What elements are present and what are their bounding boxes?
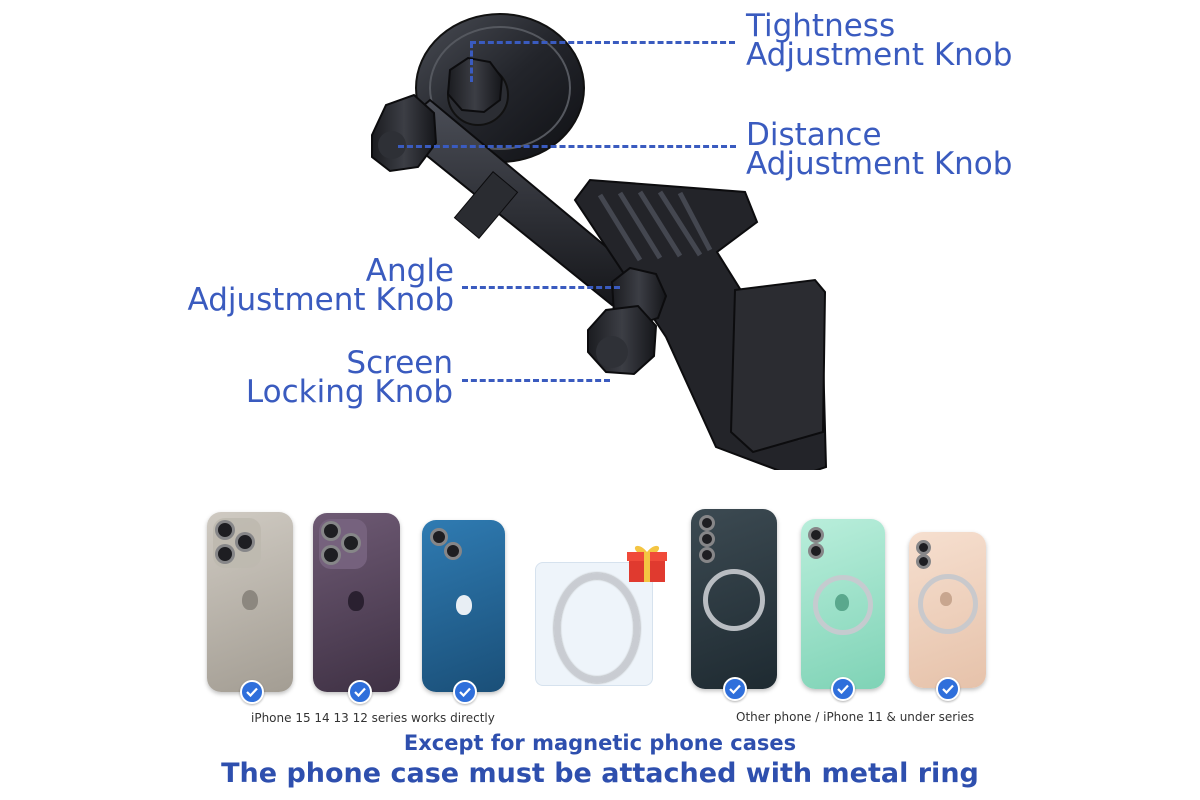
camera-lens	[699, 515, 715, 531]
banner-line-1: Except for magnetic phone cases	[403, 731, 797, 755]
check-icon	[348, 680, 372, 704]
metal-ring	[813, 575, 873, 635]
metal-ring	[554, 573, 640, 683]
camera-lens	[699, 531, 715, 547]
gift-icon	[627, 545, 667, 582]
tightness-callout: Tightness Adjustment Knob	[746, 8, 1013, 73]
camera-lens	[235, 532, 255, 552]
angle-callout-line1: Angle	[365, 253, 454, 289]
tightness-callout-line2: Adjustment Knob	[746, 37, 1013, 73]
check-icon	[831, 677, 855, 701]
titanium-iphone	[207, 512, 293, 692]
angle-leader	[462, 286, 620, 289]
camera-lens	[916, 554, 931, 569]
metal-ring-gift	[535, 562, 653, 686]
gold-iphone	[909, 532, 986, 688]
apple-logo-icon	[940, 592, 952, 606]
distance-callout-line2: Adjustment Knob	[746, 146, 1013, 182]
camera-lens	[444, 542, 462, 560]
camera-lens	[215, 544, 235, 564]
distance-leader	[398, 145, 736, 148]
purple-iphone	[313, 513, 400, 692]
green-iphone	[801, 519, 885, 689]
needs-ring-caption: Other phone / iPhone 11 & under series	[736, 710, 975, 724]
check-icon	[240, 680, 264, 704]
screen-callout: Screen Locking Knob	[245, 345, 453, 410]
blue-iphone	[422, 520, 505, 692]
dark-android-phone	[691, 509, 777, 689]
tightness-leader-vertical	[470, 42, 473, 82]
camera-lens	[321, 521, 341, 541]
top-knob	[446, 56, 504, 114]
screen-callout-line1: Screen	[346, 345, 453, 381]
check-icon	[936, 677, 960, 701]
camera-lens	[321, 545, 341, 565]
camera-lens	[341, 533, 361, 553]
distance-callout: Distance Adjustment Knob	[746, 117, 1013, 182]
tightness-callout-line1: Tightness	[746, 8, 896, 44]
distance-callout-line1: Distance	[746, 117, 882, 153]
phone-mount-illustration	[371, 13, 828, 470]
apple-logo-icon	[348, 591, 364, 611]
apple-logo-icon	[835, 594, 849, 611]
camera-lens	[916, 540, 931, 555]
screen-leader	[462, 379, 610, 382]
camera-lens	[215, 520, 235, 540]
camera-lens	[808, 527, 824, 543]
apple-logo-icon	[242, 590, 258, 610]
camera-lens	[430, 528, 448, 546]
angle-callout: Angle Adjustment Knob	[187, 253, 454, 318]
apple-logo-icon	[456, 595, 472, 615]
camera-lens	[808, 543, 824, 559]
check-icon	[453, 680, 477, 704]
screen-callout-line2: Locking Knob	[245, 374, 453, 410]
compatible-directly-caption: iPhone 15 14 13 12 series works directly	[251, 711, 495, 725]
angle-callout-line2: Adjustment Knob	[187, 282, 454, 318]
metal-ring	[703, 569, 765, 631]
check-icon	[723, 677, 747, 701]
banner-line-2: The phone case must be attached with met…	[221, 758, 979, 789]
left-knob	[371, 93, 438, 173]
tightness-leader	[470, 41, 735, 44]
metal-ring	[918, 574, 978, 634]
camera-lens	[699, 547, 715, 563]
